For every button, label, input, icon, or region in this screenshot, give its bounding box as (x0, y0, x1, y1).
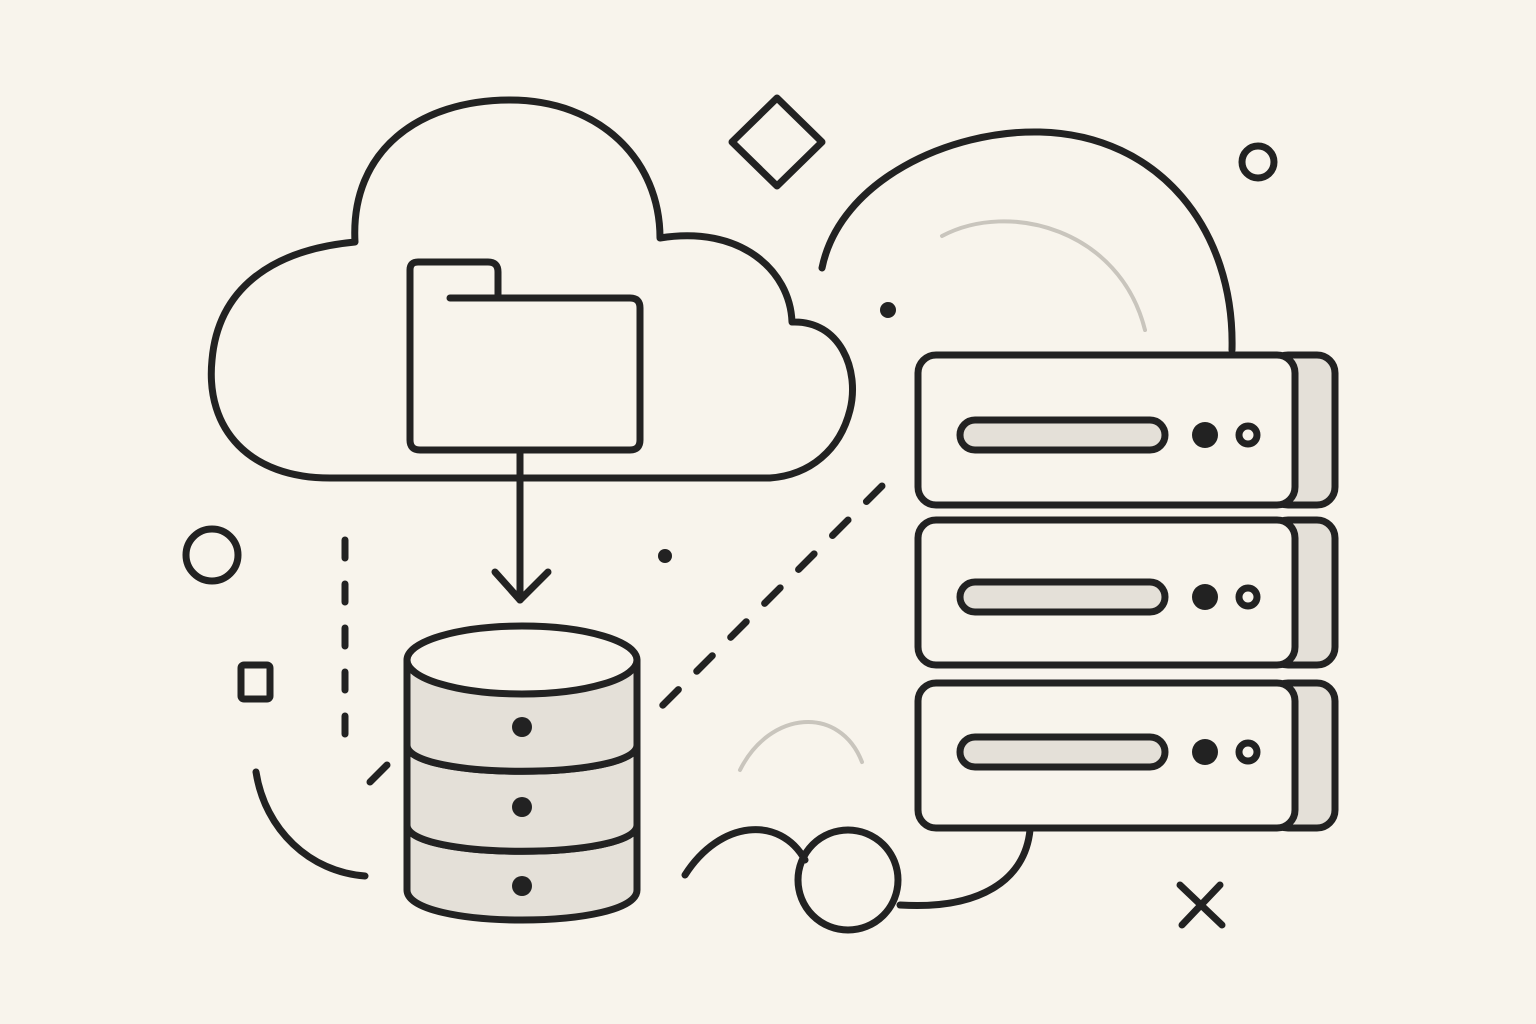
server-unit (914, 516, 1339, 669)
square-icon (237, 661, 274, 703)
decorative-arc (252, 768, 369, 880)
dashed-connector-diagonal (658, 482, 886, 710)
database-icon (403, 622, 641, 924)
cable-node-circle (794, 826, 902, 934)
faint-arc (940, 219, 1147, 332)
diamond-icon (728, 94, 826, 190)
cable-left (681, 826, 809, 879)
faint-arc-lower (738, 719, 864, 772)
cable-right (896, 826, 1034, 910)
circle-icon (1238, 142, 1278, 182)
server-unit (914, 351, 1339, 509)
dashed-connector-end (366, 761, 391, 786)
folder-icon (406, 258, 644, 454)
cloud-icon (207, 96, 857, 482)
dot-icon (880, 302, 896, 318)
server-rack-icon (914, 351, 1339, 832)
x-icon (1176, 881, 1226, 929)
background-arc (818, 128, 1236, 354)
server-unit (914, 679, 1339, 832)
circle-icon (182, 525, 242, 585)
arrow-down-icon (491, 446, 552, 604)
dot-icon (658, 549, 672, 563)
